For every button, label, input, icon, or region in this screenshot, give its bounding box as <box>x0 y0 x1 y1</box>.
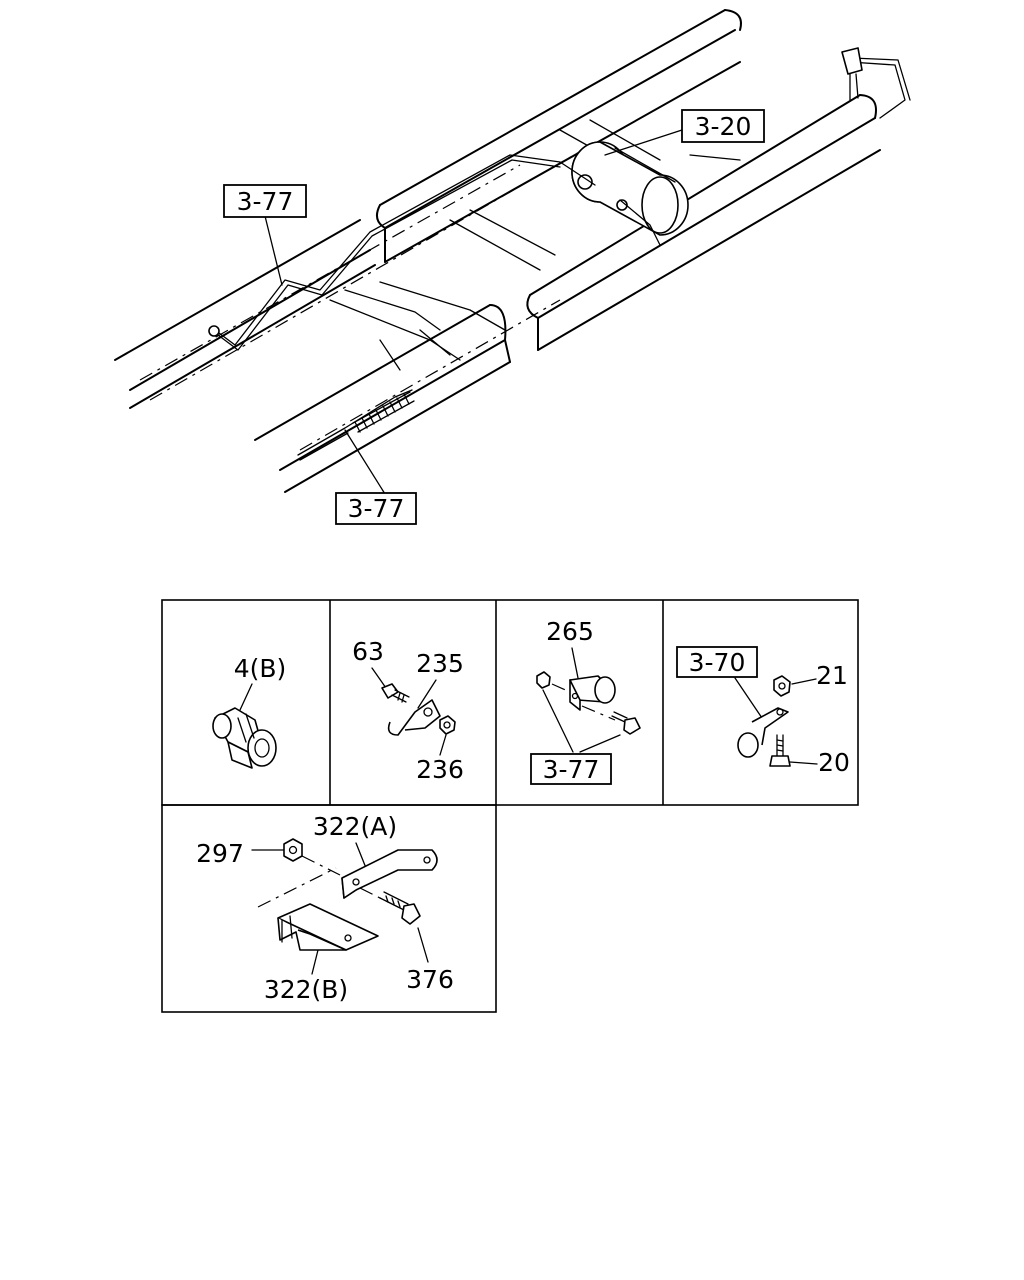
chassis-frame-illustration <box>114 9 911 493</box>
cable-spring <box>352 391 415 433</box>
callout-3-20-text: 3-20 <box>695 112 752 141</box>
part-297-label[interactable]: 297 <box>196 839 244 868</box>
panel-clamp: 63 235 236 <box>352 637 464 784</box>
part-21-label[interactable]: 21 <box>816 661 848 690</box>
bolt-63-icon <box>381 683 410 703</box>
callout-3-77-panel[interactable]: 3-77 <box>530 753 612 785</box>
bolt-icon <box>611 711 641 735</box>
callout-3-70[interactable]: 3-70 <box>676 646 758 678</box>
part-20-label[interactable]: 20 <box>818 748 850 777</box>
nut-icon <box>536 671 551 689</box>
callout-3-77-upper[interactable]: 3-77 <box>223 184 307 218</box>
part-235-label[interactable]: 235 <box>416 649 464 678</box>
panel-bracket: 265 3-77 <box>530 617 641 785</box>
callout-3-77-panel-text: 3-77 <box>543 755 600 784</box>
bolt-376-icon <box>379 891 421 925</box>
plate-322a-icon <box>341 849 438 899</box>
callout-3-77-upper-text: 3-77 <box>237 187 294 216</box>
part-236-label[interactable]: 236 <box>416 755 464 784</box>
bolt-20-icon <box>769 734 791 767</box>
plate-322b-icon <box>277 903 379 951</box>
nut-21-icon <box>773 675 791 697</box>
part-322b-label[interactable]: 322(B) <box>264 975 348 1004</box>
nut-297-icon <box>283 838 303 862</box>
clip-part-icon <box>212 707 277 769</box>
callout-3-77-lower-text: 3-77 <box>348 494 405 523</box>
callout-leaders <box>264 129 683 495</box>
panel-arm: 3-70 21 20 <box>676 646 850 777</box>
callout-3-77-lower[interactable]: 3-77 <box>335 492 417 525</box>
part-4b-label[interactable]: 4(B) <box>234 654 287 683</box>
panel-plates: 322(A) 297 376 322(B) <box>196 812 454 1004</box>
part-265-label[interactable]: 265 <box>546 617 594 646</box>
callout-3-20[interactable]: 3-20 <box>681 109 765 143</box>
part-63-label[interactable]: 63 <box>352 637 384 666</box>
part-322a-label[interactable]: 322(A) <box>313 812 397 841</box>
detail-grid <box>161 599 859 1013</box>
clamp-235-icon <box>387 699 441 736</box>
arm-3-70-icon <box>737 707 789 758</box>
callout-3-70-text: 3-70 <box>689 648 746 677</box>
part-376-label[interactable]: 376 <box>406 965 454 994</box>
nut-236-icon <box>439 715 456 735</box>
panel-clip: 4(B) <box>212 654 287 769</box>
bracket-265-icon <box>569 675 616 711</box>
